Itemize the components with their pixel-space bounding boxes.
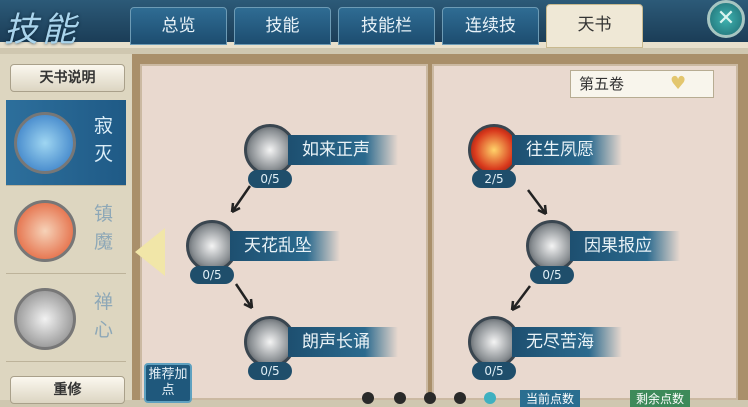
current-points-label: 当前点数	[520, 390, 581, 407]
volume-selector[interactable]: 第五卷	[570, 70, 714, 98]
chanxin-orb-icon	[14, 288, 76, 350]
category-jimie[interactable]: 寂灭	[6, 100, 126, 186]
heart-dropdown-icon[interactable]: ♥	[670, 73, 687, 94]
skill-count: 0/5	[190, 266, 234, 284]
skill-name: 无尽苦海	[512, 327, 622, 357]
page-dot[interactable]	[454, 392, 466, 404]
category-zhenmo[interactable]: 镇魔	[6, 188, 126, 274]
category-label: 寂灭	[94, 115, 114, 165]
jimie-orb-icon	[14, 112, 76, 174]
category-label: 禅心	[94, 291, 114, 341]
skill-name: 天花乱坠	[230, 231, 340, 261]
header: 技能 总览 技能 技能栏 连续技 天书 ✕	[0, 0, 748, 50]
retrain-button[interactable]: 重修	[10, 376, 125, 404]
tab-overview[interactable]: 总览	[130, 7, 227, 45]
tab-combo[interactable]: 连续技	[442, 7, 539, 45]
window-title: 技能	[4, 10, 80, 50]
zhenmo-orb-icon	[14, 200, 76, 262]
category-chanxin[interactable]: 禅心	[6, 276, 126, 362]
tianshu-info-button[interactable]: 天书说明	[10, 64, 125, 92]
tab-skill-bar[interactable]: 技能栏	[338, 7, 435, 45]
close-icon[interactable]: ✕	[707, 0, 745, 38]
tab-tianshu[interactable]: 天书	[546, 4, 643, 48]
sidebar: 天书说明 寂灭 镇魔 禅心 重修	[0, 54, 132, 404]
skill-count: 0/5	[248, 170, 292, 188]
chevron-left-icon[interactable]	[135, 228, 165, 276]
skill-count: 0/5	[472, 362, 516, 380]
skill-name: 因果报应	[570, 231, 680, 261]
skill-name: 朗声长诵	[288, 327, 398, 357]
skill-count: 0/5	[530, 266, 574, 284]
page-dot[interactable]	[424, 392, 436, 404]
page-dot[interactable]	[394, 392, 406, 404]
recommend-points-button[interactable]: 推荐加点	[144, 363, 192, 403]
tab-skills[interactable]: 技能	[234, 7, 331, 45]
skill-count: 0/5	[248, 362, 292, 380]
remaining-points-label: 剩余点数	[630, 390, 691, 407]
skill-name: 往生夙愿	[512, 135, 622, 165]
category-label: 镇魔	[94, 203, 114, 253]
skill-count: 2/5	[472, 170, 516, 188]
page-dot-active[interactable]	[484, 392, 496, 404]
page-dot[interactable]	[362, 392, 374, 404]
skill-name: 如来正声	[288, 135, 398, 165]
